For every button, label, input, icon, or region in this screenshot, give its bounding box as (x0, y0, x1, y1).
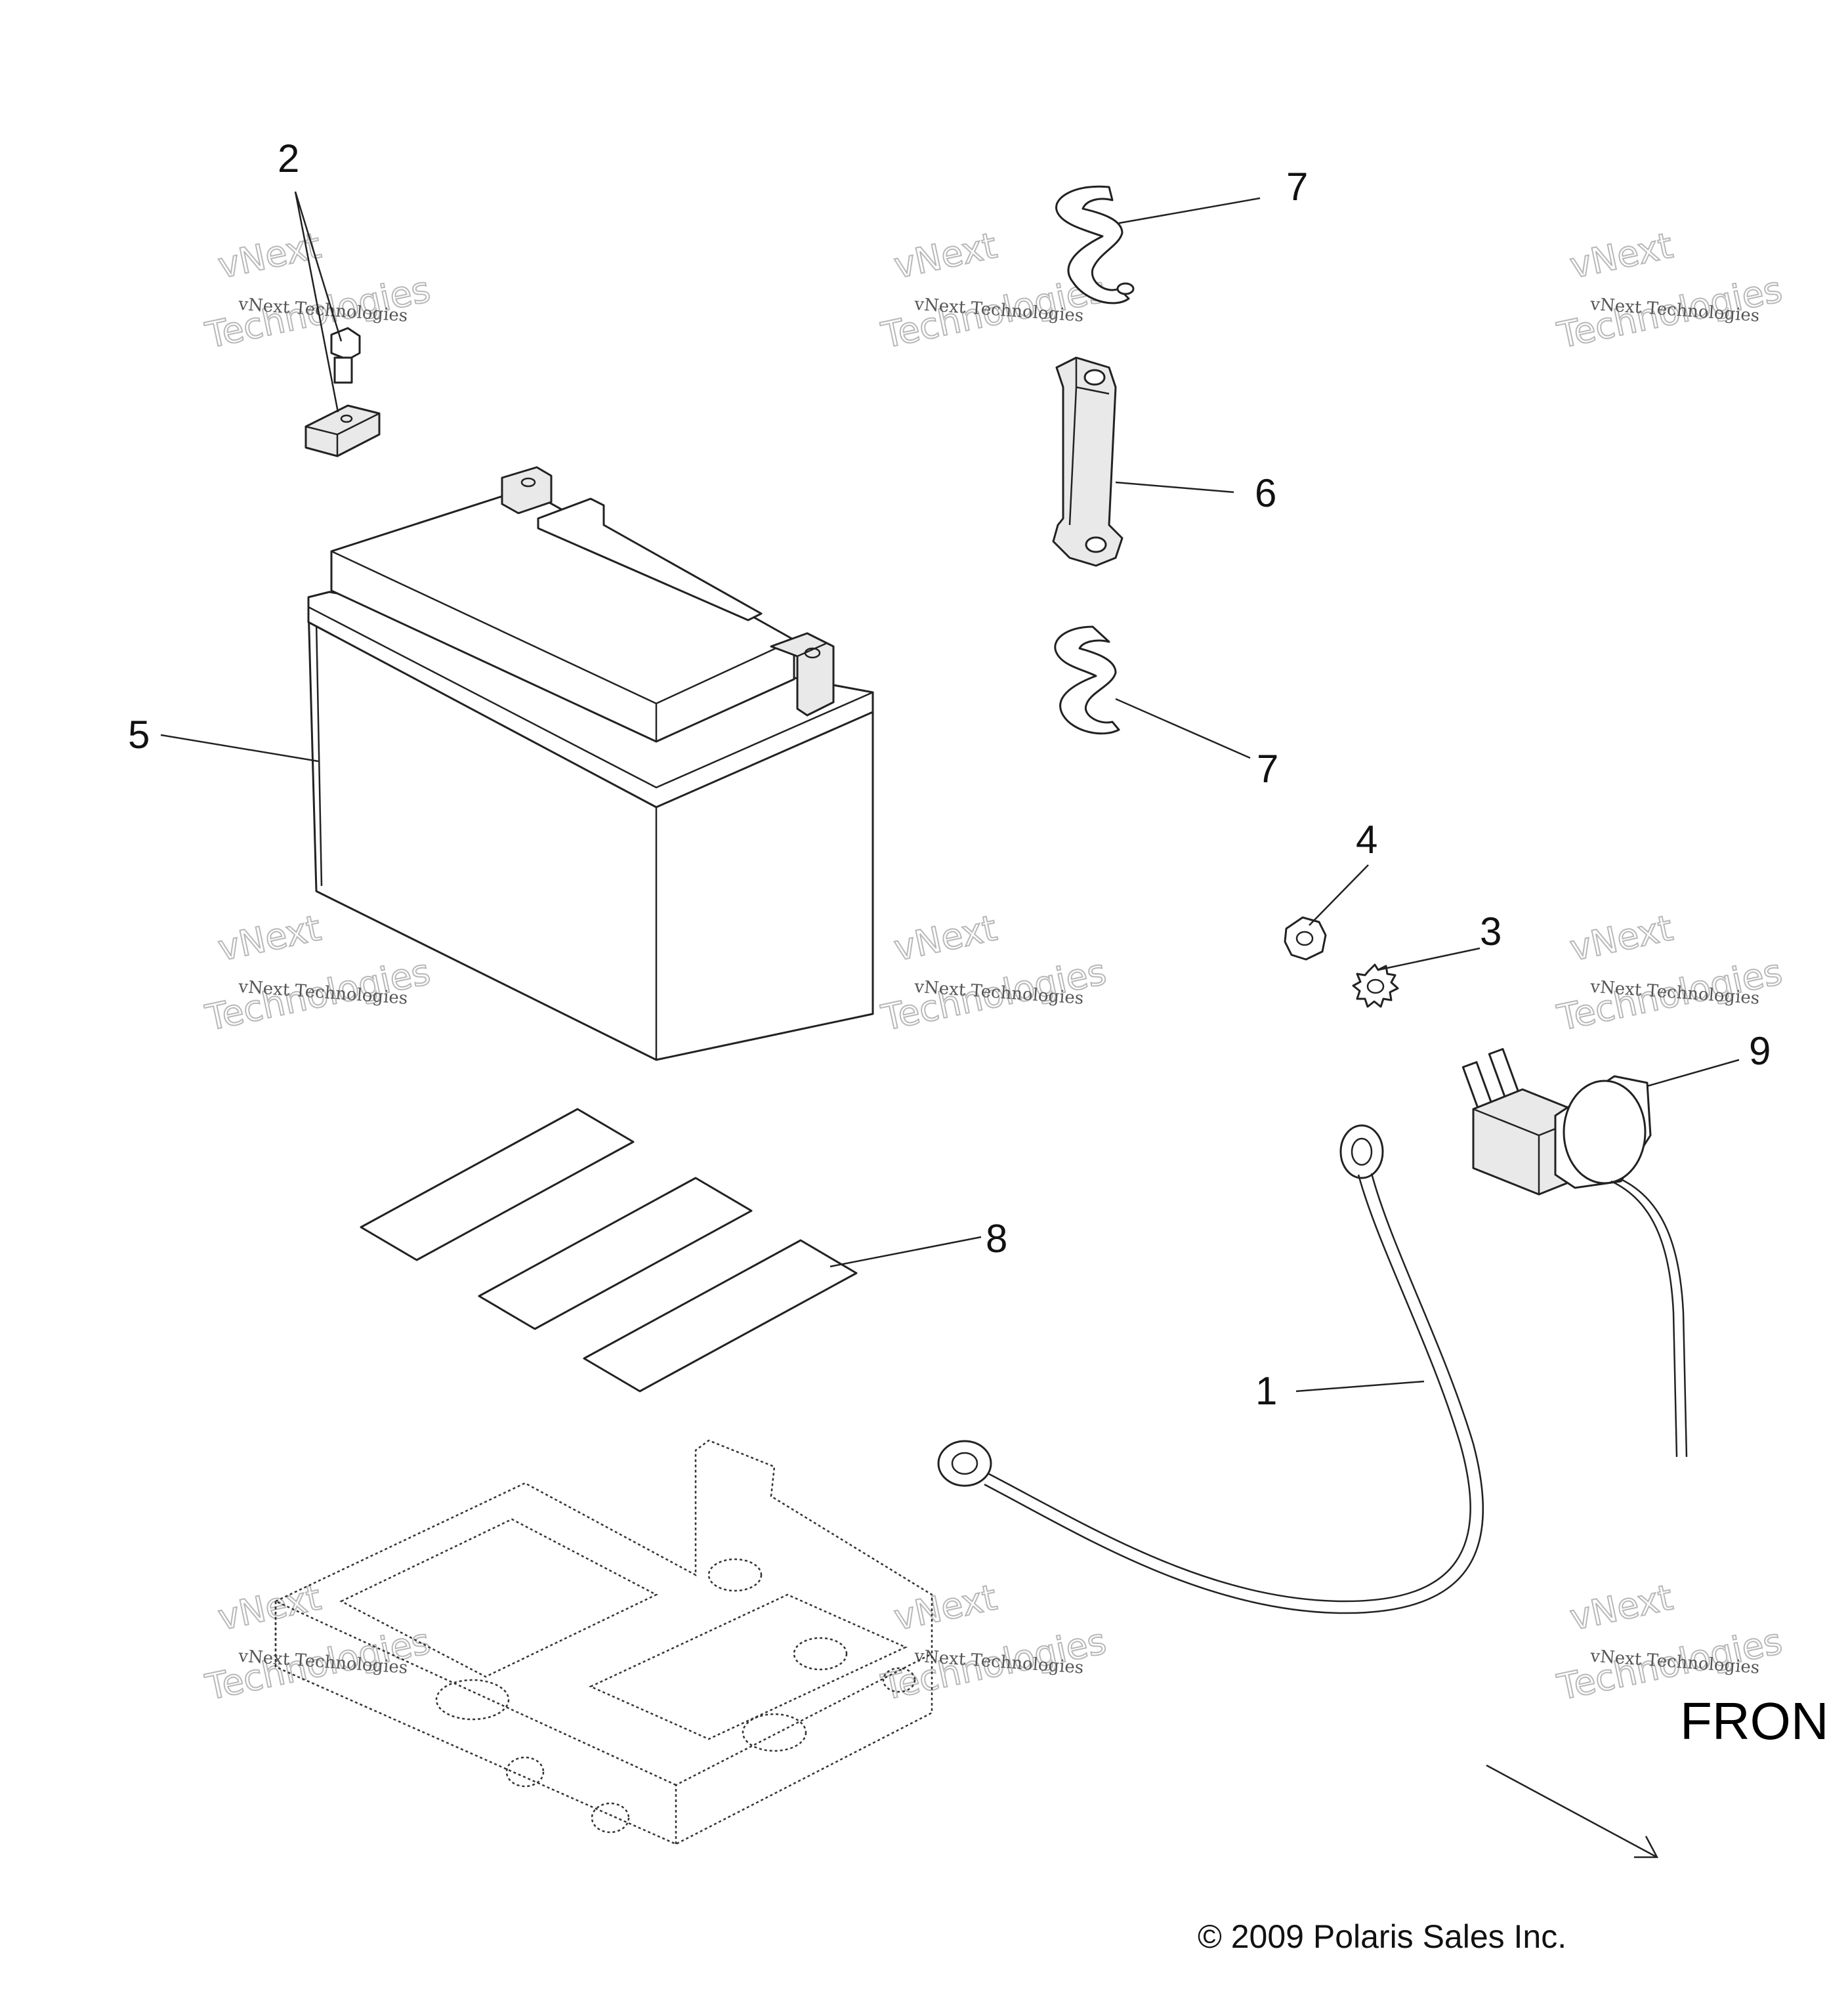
front-arrow-shaft (1486, 1764, 1658, 1858)
leader-lines (160, 191, 1740, 1393)
leader-9 (1647, 1059, 1740, 1087)
callout-numbers: 2 7 6 5 7 4 3 9 8 1 (128, 136, 1771, 1413)
watermark-8: vNext Technologies vNext Technologies (877, 1576, 1110, 1709)
pad-3 (583, 1239, 858, 1393)
leader-8 (830, 1236, 982, 1268)
front-direction-indicator: FRON (1486, 1692, 1829, 1858)
relay-wire (1610, 1180, 1678, 1458)
leader-7-top (1118, 197, 1261, 224)
battery-terminal-positive (770, 632, 835, 717)
bolt-head (330, 327, 361, 361)
callout-6: 6 (1255, 471, 1276, 515)
battery-terminal-negative (501, 466, 553, 514)
lock-washer-part (1352, 963, 1399, 1008)
callout-1: 1 (1255, 1369, 1277, 1413)
svg-text:vNext: vNext (891, 224, 1000, 286)
ground-cable-part (937, 1124, 1484, 1614)
watermark-6: vNext Technologies vNext Technologies (1553, 906, 1786, 1040)
clip-bottom (1054, 625, 1120, 735)
bolt-shank (333, 356, 353, 384)
watermark-5: vNext Technologies vNext Technologies (877, 906, 1110, 1040)
copyright-text: © 2009 Polaris Sales Inc. (1198, 1918, 1566, 1955)
leader-7-bottom (1115, 698, 1251, 759)
pad-2 (478, 1177, 753, 1330)
leader-6 (1115, 481, 1234, 494)
watermark-1: vNext Technologies vNext Technologies (201, 224, 434, 357)
battery-part (307, 466, 874, 1061)
pad-1 (360, 1108, 635, 1261)
callout-3: 3 (1480, 910, 1502, 954)
star-washer (1352, 963, 1399, 1008)
watermark-7: vNext Technologies vNext Technologies (201, 1576, 434, 1709)
clip-top (1055, 185, 1130, 304)
watermark-9: vNext Technologies vNext Technologies (1553, 1576, 1786, 1709)
hold-down-strap-part (1052, 356, 1124, 567)
relay-part (1461, 1048, 1688, 1458)
svg-text:vNext: vNext (215, 1576, 324, 1638)
leader-2 (294, 191, 343, 413)
leader-1 (1295, 1380, 1425, 1393)
callout-5: 5 (128, 713, 150, 757)
callout-4: 4 (1356, 818, 1377, 862)
leader-4 (1309, 864, 1369, 926)
svg-text:vNext: vNext (215, 907, 324, 969)
watermark-2: vNext Technologies vNext Technologies (877, 224, 1110, 357)
callout-8: 8 (986, 1217, 1007, 1261)
tray-outline (274, 1439, 933, 1845)
callout-7-top: 7 (1286, 165, 1308, 209)
callout-7-bottom: 7 (1257, 747, 1278, 791)
watermarks: vNext Technologies vNext Technologies vN… (201, 224, 1786, 1709)
leader-5 (160, 734, 319, 763)
nut-part (1284, 916, 1327, 961)
callout-9: 9 (1749, 1029, 1771, 1073)
svg-text:vNext: vNext (891, 1576, 1000, 1638)
cable-eyelet-top (1339, 1124, 1384, 1179)
watermark-3: vNext Technologies vNext Technologies (1553, 224, 1786, 357)
bolt-and-nut-part (304, 327, 381, 457)
svg-text:vNext: vNext (891, 907, 1000, 969)
front-arrow-head (1634, 1836, 1659, 1858)
svg-text:vNext: vNext (1566, 907, 1676, 969)
cable-eyelet-bottom (937, 1440, 992, 1487)
battery-tray-reference (274, 1439, 933, 1845)
svg-text:vNext: vNext (1566, 224, 1676, 286)
flange-nut (1284, 916, 1327, 961)
relay-cap (1563, 1080, 1647, 1185)
battery-vent-channel (537, 497, 763, 621)
callout-2: 2 (278, 136, 299, 180)
front-label: FRON (1680, 1692, 1829, 1750)
clip-part-bottom (1054, 625, 1120, 735)
cable-line (987, 1174, 1471, 1603)
square-nut (304, 404, 381, 457)
clip-part-top (1055, 185, 1135, 304)
pads-part (360, 1108, 858, 1393)
svg-text:vNext: vNext (1566, 1576, 1676, 1638)
leader-3 (1377, 947, 1480, 971)
